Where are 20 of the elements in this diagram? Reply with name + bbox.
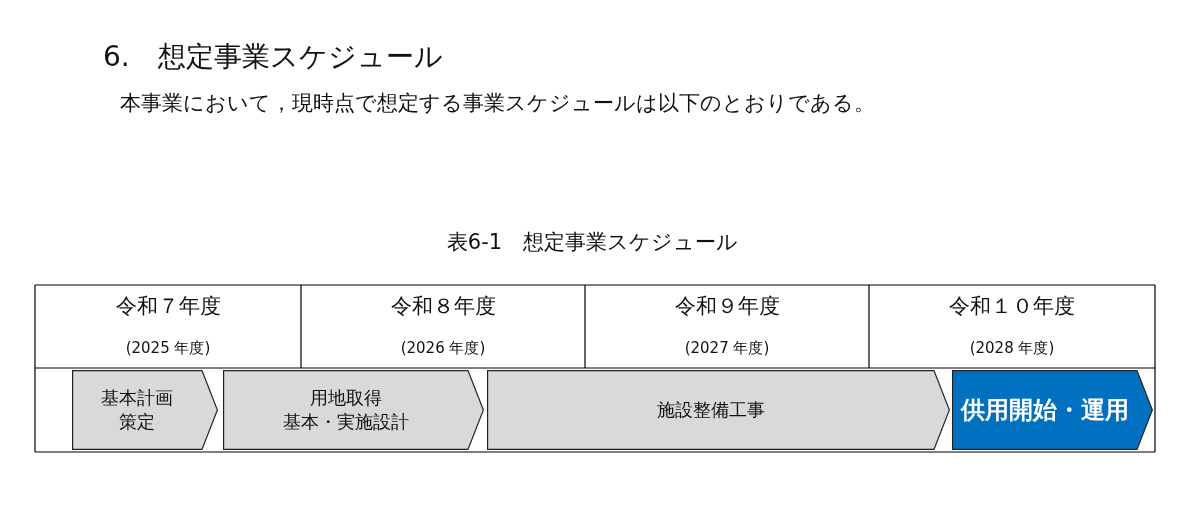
cell-text: 令和８年度 [389,293,497,320]
step-label: 用地取得 [309,386,382,410]
cell-text: (2026 年度) [399,339,487,358]
step-label: 供用開始・運用 [960,398,1129,422]
step-label: 基本計画策定 [100,386,174,434]
cell-text: (2027 年度) [683,339,771,358]
cell-text: 令和９年度 [673,293,781,320]
step-label: 基本・実施設計 [282,410,409,434]
cell-text: (2028 年度) [968,339,1056,358]
table-caption: 表6-1 想定事業スケジュール [445,229,740,256]
step-label: 施設整備工事 [656,398,765,422]
chevron-step [952,370,1153,450]
chevron-step [487,370,950,450]
paragraph: 本事業において，現時点で想定する事業スケジュールは以下のとおりである。 [119,90,876,117]
cell-text: 令和７年度 [114,293,222,320]
chevron-step [72,370,218,450]
cell-text: 令和１０年度 [948,293,1076,320]
heading: 6. 想定事業スケジュール [103,39,443,75]
cell-text: (2025 年度) [124,339,212,358]
chevron-step [223,370,484,450]
